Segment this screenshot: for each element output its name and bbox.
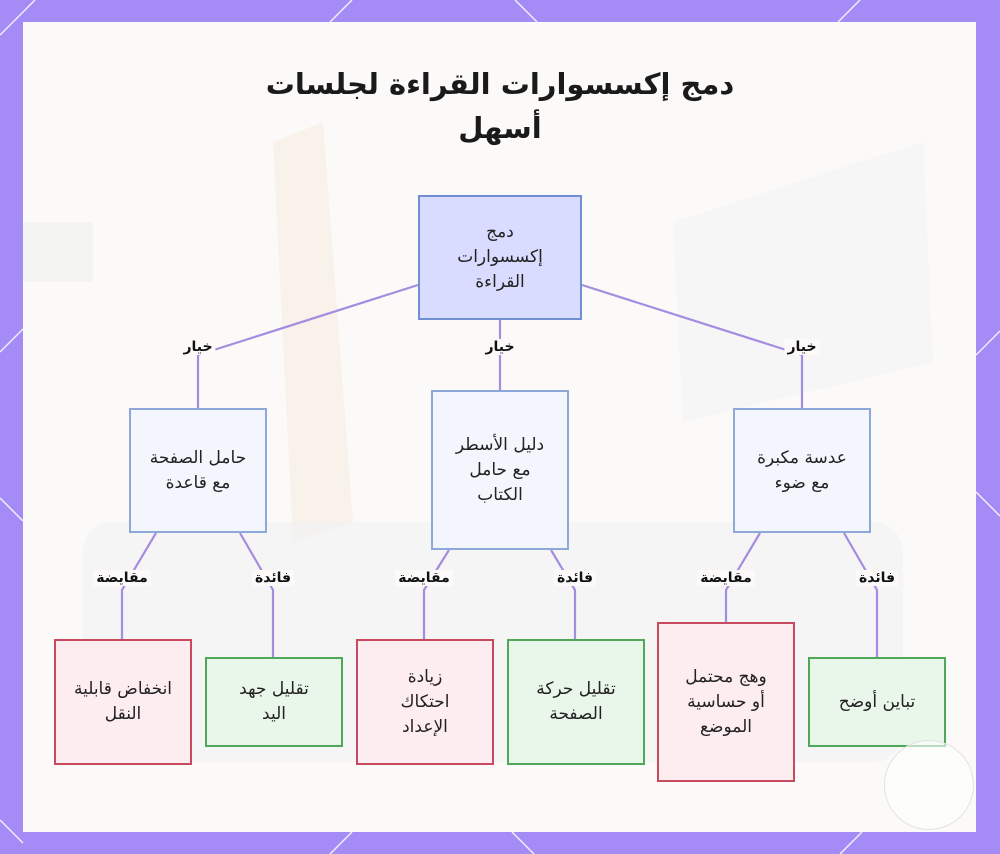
- tradeoff-node-label: وهج محتمل أو حساسية الموضع: [685, 666, 767, 737]
- edge-option2-tradeoff: [422, 549, 450, 639]
- tradeoff-node-portability: انخفاض قابلية النقل: [54, 639, 192, 765]
- root-node-label: دمج إكسسوارات القراءة: [457, 222, 543, 292]
- tradeoff-node-label: انخفاض قابلية النقل: [73, 679, 173, 724]
- benefit-node-label: تقليل جهد اليد: [239, 679, 309, 724]
- edge-label-tradeoff: مقايضة: [395, 570, 453, 586]
- benefit-node-hand-effort: تقليل جهد اليد: [205, 657, 343, 747]
- option-node-label: عدسة مكبرة مع ضوء: [757, 447, 847, 493]
- edge-option3-benefit: [843, 532, 879, 657]
- tradeoff-node-label: زيادة احتكاك الإعداد: [400, 666, 450, 737]
- benefit-node-page-movement: تقليل حركة الصفحة: [507, 639, 645, 765]
- edge-label-option: خيار: [482, 339, 518, 355]
- option-node-label: دليل الأسطر مع حامل الكتاب: [455, 434, 545, 505]
- edge-option3-tradeoff: [724, 532, 761, 622]
- benefit-node-label: تباين أوضح: [838, 691, 916, 712]
- option-node-page-holder: حامل الصفحة مع قاعدة: [129, 408, 267, 533]
- edge-label-tradeoff: مقايضة: [697, 570, 755, 586]
- option-node-magnifier: عدسة مكبرة مع ضوء: [733, 408, 871, 533]
- edge-label-benefit: فائدة: [251, 570, 295, 586]
- tradeoff-node-glare: وهج محتمل أو حساسية الموضع: [657, 622, 795, 782]
- root-node: دمج إكسسوارات القراءة: [418, 195, 582, 320]
- watermark-badge: [884, 740, 974, 830]
- benefit-node-label: تقليل حركة الصفحة: [536, 679, 616, 724]
- edge-label-benefit: فائدة: [553, 570, 597, 586]
- edge-option2-benefit: [550, 549, 577, 639]
- option-node-label: حامل الصفحة مع قاعدة: [149, 447, 247, 493]
- edge-label-tradeoff: مقايضة: [93, 570, 151, 586]
- option-node-line-guide: دليل الأسطر مع حامل الكتاب: [431, 390, 569, 550]
- benefit-node-contrast: تباين أوضح: [808, 657, 946, 747]
- diagram-title: دمج إكسسوارات القراءة لجلسات أسهل: [265, 67, 735, 145]
- edge-root-option-3: [581, 283, 804, 408]
- edge-label-option: خيار: [180, 339, 216, 355]
- edge-label-option: خيار: [784, 339, 820, 355]
- edge-label-benefit: فائدة: [855, 570, 899, 586]
- edge-option1-tradeoff: [120, 532, 157, 639]
- edge-root-option-1: [196, 283, 419, 408]
- tradeoff-node-setup-friction: زيادة احتكاك الإعداد: [356, 639, 494, 765]
- edge-option1-benefit: [239, 532, 275, 657]
